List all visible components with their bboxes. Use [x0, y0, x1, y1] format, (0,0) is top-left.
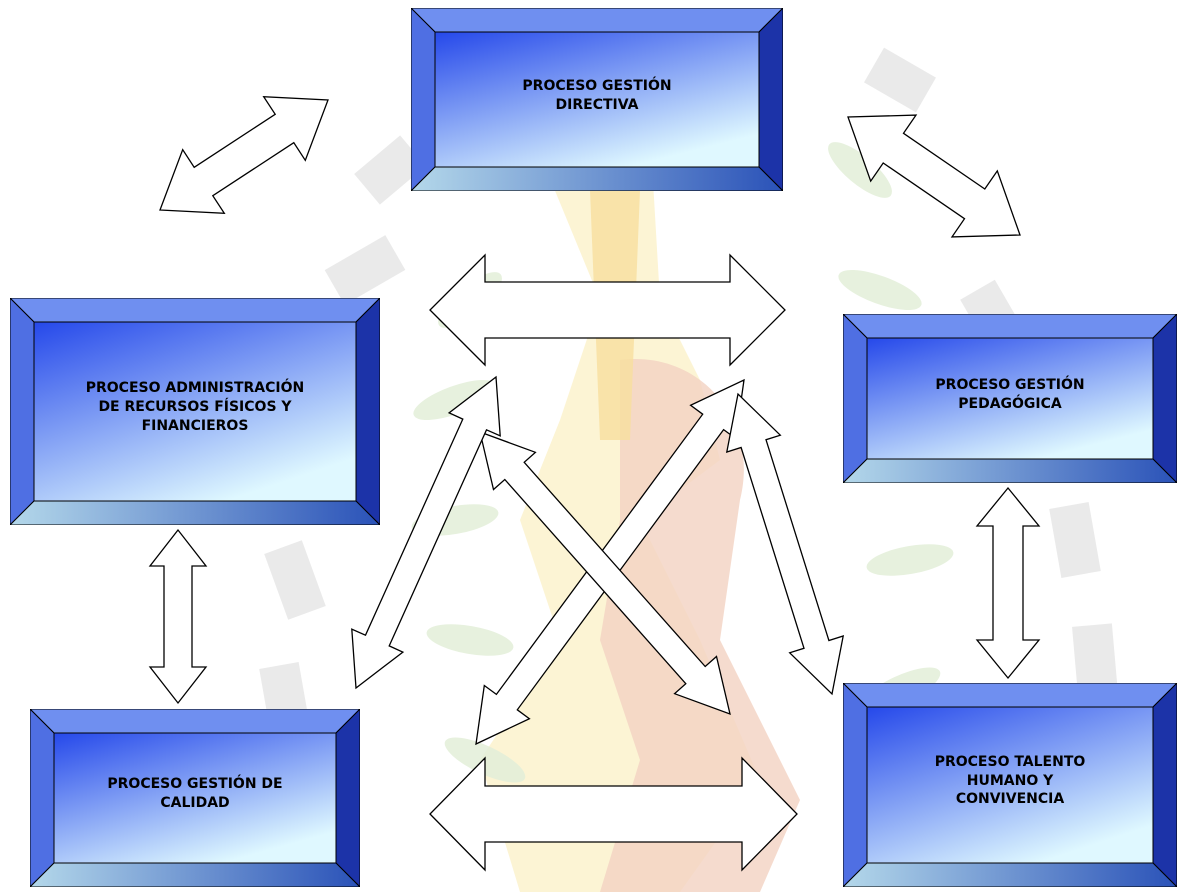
box-gestion-calidad: PROCESO GESTIÓN DE CALIDAD: [30, 709, 360, 887]
bevel-right: [335, 709, 360, 887]
bevel-left: [843, 683, 868, 887]
bevel-left: [10, 298, 35, 525]
box-frame: [10, 298, 380, 525]
box-face: [33, 321, 357, 502]
arrow-administracion-pedagogica: [429, 253, 786, 367]
bevel-left: [30, 709, 55, 887]
bevel-top: [843, 683, 1177, 708]
box-face: [434, 31, 760, 168]
bevel-right: [1152, 314, 1177, 483]
bevel-top: [411, 8, 783, 33]
box-face: [866, 337, 1154, 460]
bevel-top: [843, 314, 1177, 339]
box-face: [53, 732, 337, 864]
arrow-pedagogica-talento: [975, 486, 1041, 680]
bevel-right: [355, 298, 380, 525]
bevel-left: [411, 8, 436, 191]
box-administracion-recursos: PROCESO ADMINISTRACIÓN DE RECURSOS FÍSIC…: [10, 298, 380, 525]
bevel-right: [758, 8, 783, 191]
arrow-calidad-talento: [429, 756, 798, 872]
bevel-right: [1152, 683, 1177, 887]
bevel-left: [843, 314, 868, 483]
box-label-administracion-recursos: PROCESO ADMINISTRACIÓN DE RECURSOS FÍSIC…: [85, 380, 305, 434]
bevel-bottom: [411, 166, 783, 191]
arrow-administracion-directiva: [159, 95, 329, 215]
bevel-top: [10, 298, 380, 323]
box-frame: [30, 709, 360, 887]
arrow-directiva-calidad: [351, 375, 501, 690]
bevel-bottom: [30, 862, 360, 887]
box-label-gestion-directiva: PROCESO GESTIÓN DIRECTIVA: [522, 77, 672, 113]
bevel-top: [30, 709, 360, 734]
box-frame: [411, 8, 783, 191]
box-frame: [843, 683, 1177, 887]
arrow-administracion-calidad: [148, 528, 208, 705]
box-gestion-pedagogica: PROCESO GESTIÓN PEDAGÓGICA: [843, 314, 1177, 483]
bevel-bottom: [843, 458, 1177, 483]
box-label-gestion-calidad: PROCESO GESTIÓN DE CALIDAD: [107, 776, 283, 811]
box-talento-humano: PROCESO TALENTO HUMANO Y CONVIVENCIA: [843, 683, 1177, 887]
arrow-directiva-talento: [725, 392, 845, 696]
bevel-bottom: [10, 500, 380, 525]
box-frame: [843, 314, 1177, 483]
arrow-directiva-pedagogica: [847, 114, 1021, 238]
box-gestion-directiva: PROCESO GESTIÓN DIRECTIVA: [411, 8, 783, 191]
arrow-administracion-talento: [479, 430, 731, 716]
box-label-talento-humano: PROCESO TALENTO HUMANO Y CONVIVENCIA: [934, 753, 1086, 808]
bevel-bottom: [843, 862, 1177, 887]
box-face: [866, 706, 1154, 864]
box-label-gestion-pedagogica: PROCESO GESTIÓN PEDAGÓGICA: [935, 376, 1085, 412]
